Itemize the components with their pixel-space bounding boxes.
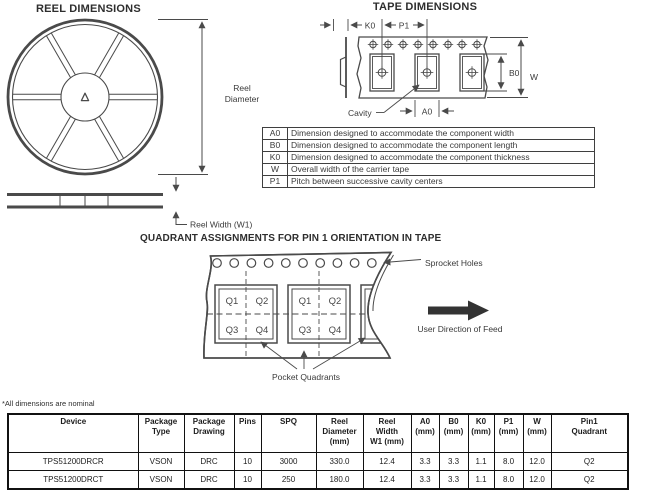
pocket2-q2-label: Q2: [329, 296, 342, 307]
pocket-quadrants-label: Pocket Quadrants: [272, 372, 340, 382]
cell-package-drawing: DRC: [183, 452, 235, 471]
cell-w: 12.0: [522, 470, 552, 490]
header-spq: SPQ: [260, 413, 317, 453]
cell-reel-width: 12.4: [362, 452, 412, 471]
cell-reel-width: 12.4: [362, 470, 412, 490]
footnote: *All dimensions are nominal: [2, 399, 95, 408]
header-pins: Pins: [233, 413, 262, 453]
cell-pins: 10: [233, 470, 262, 490]
cell-package-type: VSON: [137, 452, 185, 471]
dim-code: W: [262, 163, 288, 176]
cell-b0: 3.3: [438, 470, 469, 490]
p1-dim-label: P1: [399, 21, 410, 31]
dim-code: K0: [262, 151, 288, 164]
reel-diameter-label-line2: Diameter: [225, 94, 260, 104]
cell-pin1-quadrant: Q2: [550, 452, 629, 471]
table-row: B0 Dimension designed to accommodate the…: [262, 139, 595, 152]
sprocket-holes-label: Sprocket Holes: [425, 258, 483, 268]
w-dim-label: W: [530, 72, 538, 82]
quadrant-section-title: QUADRANT ASSIGNMENTS FOR PIN 1 ORIENTATI…: [140, 233, 442, 244]
cell-spq: 250: [260, 470, 317, 490]
dim-code: A0: [262, 127, 288, 140]
table-row: P1 Pitch between successive cavity cente…: [262, 175, 595, 188]
table-row: W Overall width of the carrier tape: [262, 163, 595, 176]
cell-p1: 8.0: [493, 452, 524, 471]
feed-direction-label: User Direction of Feed: [417, 324, 502, 334]
header-w: W(mm): [522, 413, 552, 453]
pocket1-q2-label: Q2: [256, 296, 269, 307]
pocket2-q3-label: Q3: [299, 325, 312, 336]
b0-dim-label: B0: [509, 68, 520, 78]
dim-description: Pitch between successive cavity centers: [287, 175, 595, 188]
table-row: K0 Dimension designed to accommodate the…: [262, 151, 595, 164]
reel-front-view: [6, 18, 208, 176]
cell-k0: 1.1: [467, 470, 495, 490]
cell-a0: 3.3: [410, 452, 440, 471]
hub-triangle-icon: [80, 92, 90, 102]
pocket1-q3-label: Q3: [226, 325, 239, 336]
feed-direction-arrow-icon: [428, 300, 489, 321]
cell-w: 12.0: [522, 452, 552, 471]
cell-device: TPS51200DRCT: [7, 470, 139, 490]
pocket1-q1-label: Q1: [226, 296, 239, 307]
quadrant-tape-drawing: [203, 251, 489, 370]
tape-dimensions-drawing: [320, 19, 528, 117]
cell-pin1-quadrant: Q2: [550, 470, 629, 490]
cavity-label: Cavity: [348, 108, 372, 118]
reel-width-label: Reel Width (W1): [190, 220, 253, 230]
pocket1-q4-label: Q4: [256, 325, 269, 336]
dimension-definition-table: A0 Dimension designed to accommodate the…: [262, 127, 595, 188]
cell-package-drawing: DRC: [183, 470, 235, 490]
cell-spq: 3000: [260, 452, 317, 471]
header-b0: B0(mm): [438, 413, 469, 453]
cell-reel-diameter: 180.0: [315, 470, 364, 490]
dim-description: Overall width of the carrier tape: [287, 163, 595, 176]
k0-dim-label: K0: [365, 21, 376, 31]
pocket2-q1-label: Q1: [299, 296, 312, 307]
dim-code: P1: [262, 175, 288, 188]
dim-description: Dimension designed to accommodate the co…: [287, 139, 595, 152]
header-device: Device: [7, 413, 139, 453]
table-row: A0 Dimension designed to accommodate the…: [262, 127, 595, 140]
cell-reel-diameter: 330.0: [315, 452, 364, 471]
reel-section-title: REEL DIMENSIONS: [36, 3, 141, 15]
cell-package-type: VSON: [137, 470, 185, 490]
reel-diameter-label-line1: Reel: [233, 83, 251, 93]
reel-side-view: [7, 177, 187, 225]
dim-code: B0: [262, 139, 288, 152]
device-row: TPS51200DRCR VSON DRC 10 3000 330.0 12.4…: [7, 452, 629, 471]
dim-description: Dimension designed to accommodate the co…: [287, 127, 595, 140]
cell-a0: 3.3: [410, 470, 440, 490]
tape-section-title: TAPE DIMENSIONS: [372, 1, 478, 13]
cell-k0: 1.1: [467, 452, 495, 471]
cell-p1: 8.0: [493, 470, 524, 490]
device-row: TPS51200DRCT VSON DRC 10 250 180.0 12.4 …: [7, 470, 629, 490]
cell-pins: 10: [233, 452, 262, 471]
a0-dim-label: A0: [422, 107, 433, 117]
pocket2-q4-label: Q4: [329, 325, 342, 336]
header-p1: P1(mm): [493, 413, 524, 453]
cell-b0: 3.3: [438, 452, 469, 471]
header-a0: A0(mm): [410, 413, 440, 453]
dim-description: Dimension designed to accommodate the co…: [287, 151, 595, 164]
header-k0: K0(mm): [467, 413, 495, 453]
cell-device: TPS51200DRCR: [7, 452, 139, 471]
